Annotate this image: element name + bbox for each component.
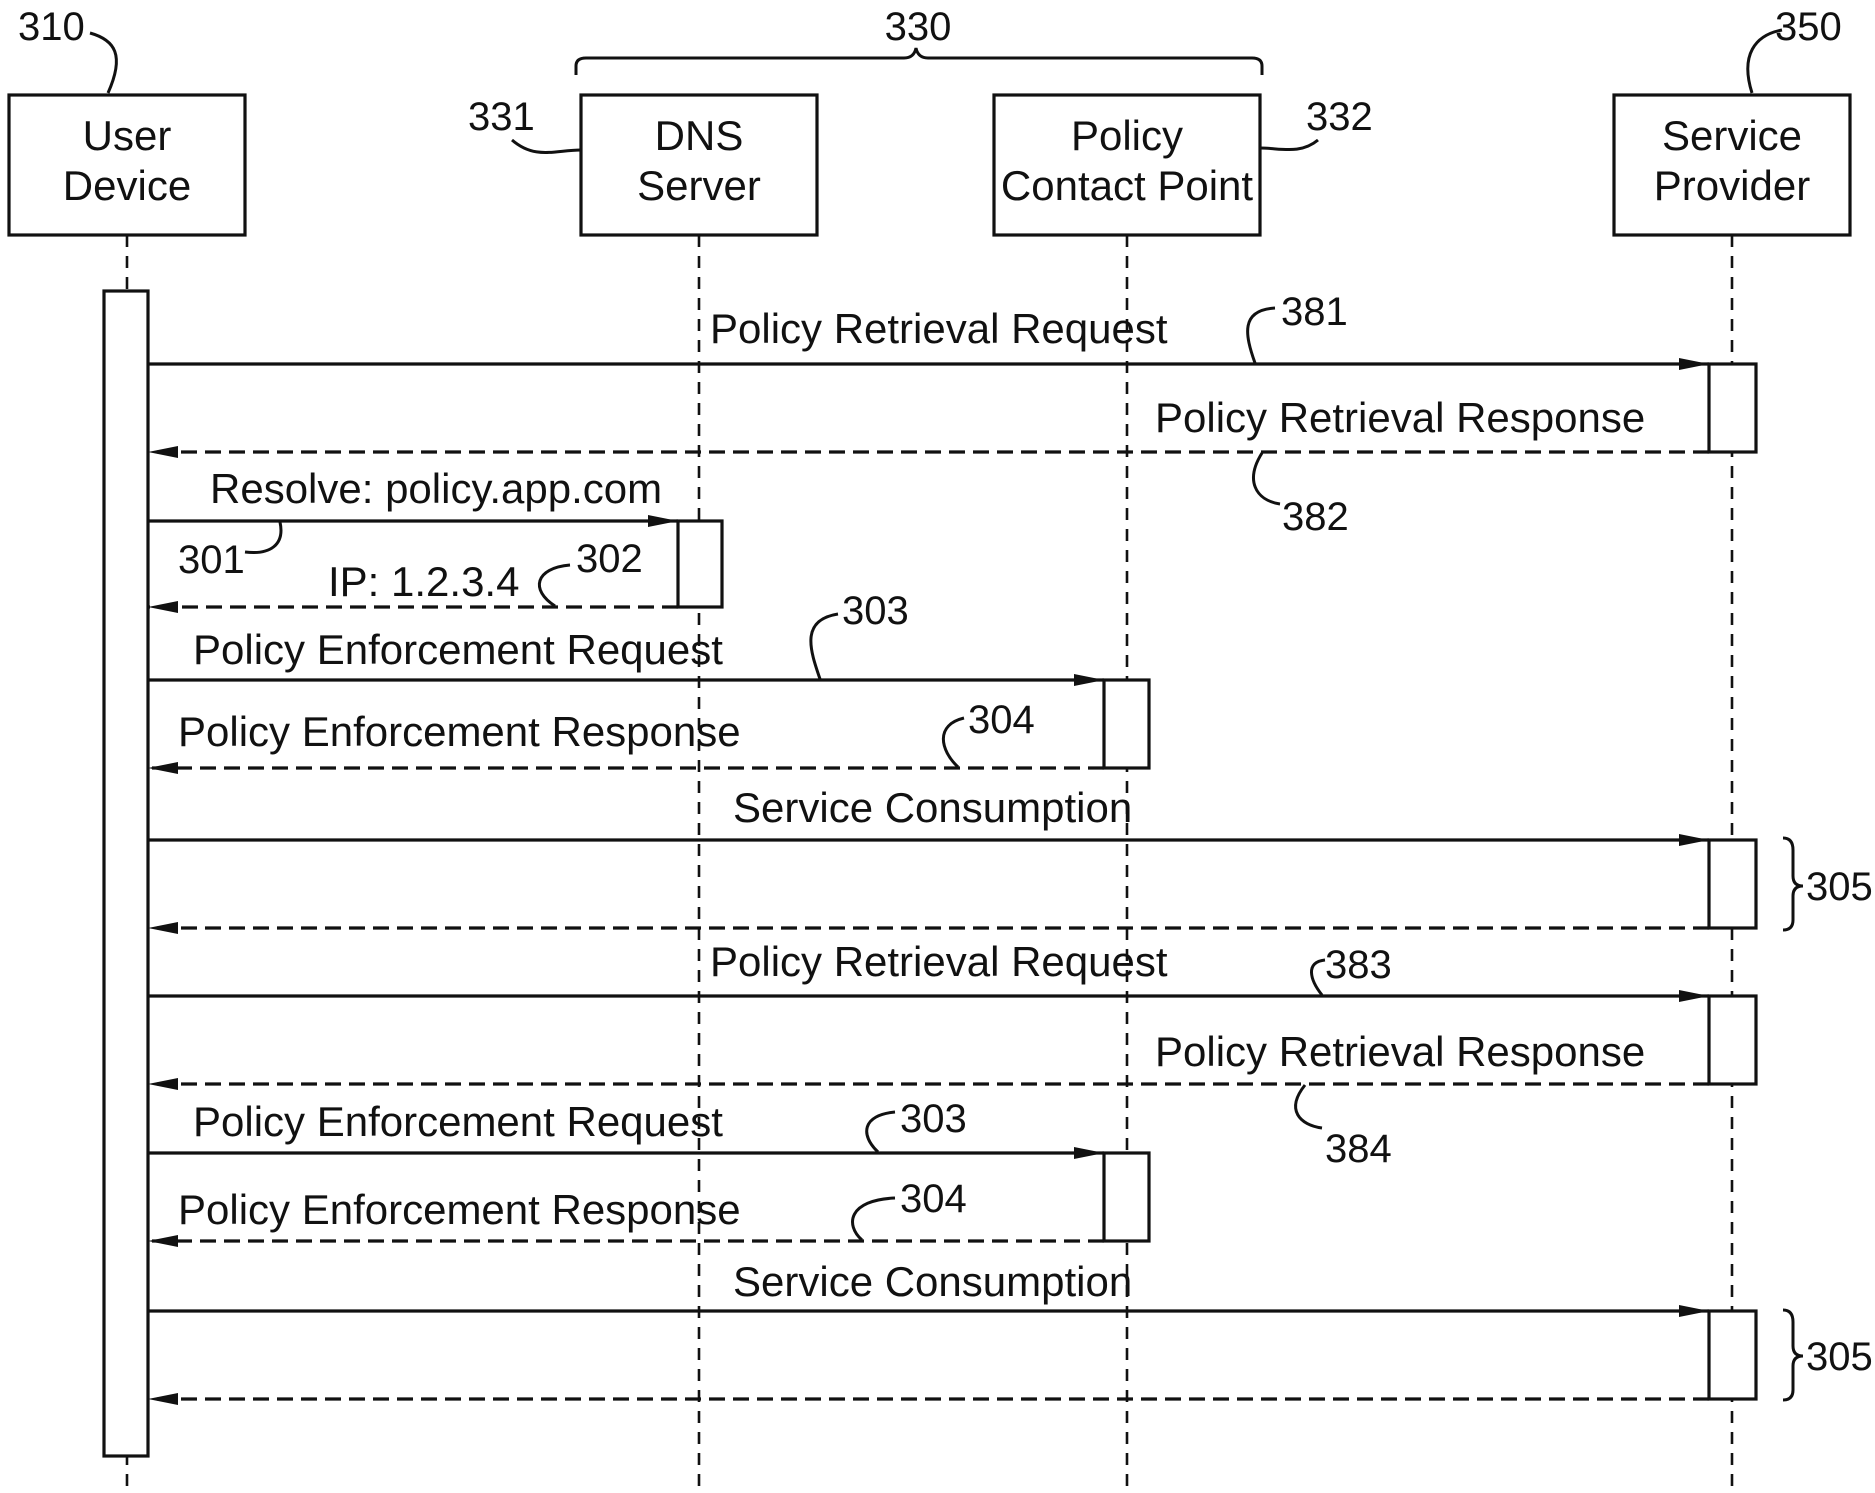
message-service-consumption: Service Consumption 305 <box>148 784 1873 930</box>
participant-label: User <box>83 112 172 159</box>
participant-label: Service <box>1662 112 1802 159</box>
message-label: Policy Retrieval Request <box>710 938 1168 985</box>
activation-policy-contact-point <box>1104 1153 1149 1241</box>
ref-label: 304 <box>968 698 1035 742</box>
ref-label: 330 <box>885 5 952 49</box>
message-policy-retrieval-request: Policy Retrieval Request 381 <box>148 290 1709 364</box>
message-label: Policy Retrieval Response <box>1155 1028 1645 1075</box>
ref-label: 305 <box>1806 865 1873 909</box>
ref-label: 382 <box>1282 495 1349 539</box>
activation-user-device <box>104 291 148 1456</box>
participant-label: Device <box>63 162 191 209</box>
message-label: Policy Enforcement Response <box>178 1186 741 1233</box>
ref-label: 350 <box>1775 5 1842 49</box>
participant-policy-contact-point: Policy Contact Point 332 <box>994 95 1373 235</box>
participant-label: Server <box>637 162 761 209</box>
message-label: Policy Enforcement Request <box>193 626 723 673</box>
ref-label: 332 <box>1306 95 1373 139</box>
message-policy-enforcement-request: Policy Enforcement Request 303 <box>148 589 1104 680</box>
participant-label: Provider <box>1654 162 1810 209</box>
participant-user-device: User Device 310 <box>9 5 245 235</box>
ref-label: 331 <box>468 95 535 139</box>
activation-service-provider <box>1709 840 1756 928</box>
activation-service-provider <box>1709 1311 1756 1399</box>
ref-label: 301 <box>178 538 245 582</box>
group-brace: 330 <box>576 5 1262 75</box>
message-label: Policy Retrieval Request <box>710 305 1168 352</box>
message-label: Policy Enforcement Request <box>193 1098 723 1145</box>
ref-label: 384 <box>1325 1127 1392 1171</box>
participant-dns-server: DNS Server 331 <box>468 95 817 235</box>
participant-label: DNS <box>655 112 744 159</box>
participant-label: Contact Point <box>1001 162 1253 209</box>
ref-label: 302 <box>576 537 643 581</box>
ref-label: 383 <box>1325 943 1392 987</box>
message-policy-retrieval-request: Policy Retrieval Request 383 <box>148 938 1709 996</box>
ref-label: 310 <box>18 5 85 49</box>
ref-label: 303 <box>900 1097 967 1141</box>
message-policy-enforcement-request: Policy Enforcement Request 303 <box>148 1097 1104 1153</box>
message-label: Service Consumption <box>733 784 1132 831</box>
ref-label: 303 <box>842 589 909 633</box>
activation-service-provider <box>1709 996 1756 1084</box>
participant-service-provider: Service Provider 350 <box>1614 5 1850 235</box>
activation-service-provider <box>1709 364 1756 452</box>
ref-label: 305 <box>1806 1335 1873 1379</box>
activation-dns-server <box>678 521 722 607</box>
message-label: Policy Retrieval Response <box>1155 394 1645 441</box>
message-label: Policy Enforcement Response <box>178 708 741 755</box>
ref-label: 381 <box>1281 290 1348 334</box>
ref-label: 304 <box>900 1177 967 1221</box>
participant-label: Policy <box>1071 112 1183 159</box>
activation-policy-contact-point <box>1104 680 1149 768</box>
message-policy-enforcement-response: Policy Enforcement Response 304 <box>148 698 1104 768</box>
message-label: Service Consumption <box>733 1258 1132 1305</box>
message-service-consumption: Service Consumption 305 <box>148 1258 1873 1400</box>
message-policy-enforcement-response: Policy Enforcement Response 304 <box>148 1177 1104 1241</box>
message-label: IP: 1.2.3.4 <box>328 558 519 605</box>
message-label: Resolve: policy.app.com <box>210 465 662 512</box>
